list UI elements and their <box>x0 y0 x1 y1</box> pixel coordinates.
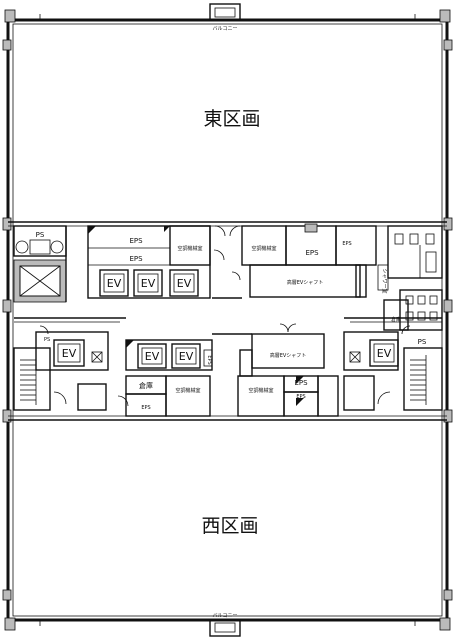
ev-label-2: EV <box>141 277 156 290</box>
ac-room-label-4: 空調機械室 <box>248 387 273 394</box>
storage-label-center: 倉庫 <box>139 381 153 390</box>
lower-center-core: EV EV EPS 倉庫 EPS 空調機械室 <box>117 339 213 417</box>
ev-label-4: EV <box>62 347 77 360</box>
balcony-top: バルコニー <box>209 3 241 32</box>
east-zone-label: 東区画 <box>203 108 260 130</box>
upper-right-rooms: 空調機械室 EPS EPS 高層EVシャフト <box>241 223 377 298</box>
west-zone-label: 西区画 <box>201 515 258 537</box>
high-ev-shaft-label-2: 高層EVシャフト <box>270 352 307 359</box>
high-ev-shaft-label-1: 高層EVシャフト <box>287 279 324 286</box>
ac-room-label-1: 空調機械室 <box>177 245 202 252</box>
eps-label-6: EPS <box>141 405 150 411</box>
lower-center-right: 高層EVシャフト 空調機械室 EPS EPS <box>237 323 339 417</box>
ev-label-5: EV <box>145 350 160 363</box>
ps-label-lower-right: PS <box>418 338 427 346</box>
ev-label-7: EV <box>377 347 392 360</box>
balcony-top-label: バルコニー <box>213 26 238 32</box>
upper-ev-bank: EPS EPS 空調機械室 EV EV EV <box>87 225 211 299</box>
lower-right-core: EV PS <box>343 331 443 411</box>
corridor-walls <box>14 226 442 335</box>
balcony-bottom: バルコニー <box>209 613 241 637</box>
eps-label-3: EPS <box>305 249 319 257</box>
doors-center-top <box>213 225 241 281</box>
eps-label-5: EPS <box>206 355 212 364</box>
ac-room-label-3: 空調機械室 <box>175 387 200 394</box>
right-toilets: 倉庫 シャワー室 <box>355 225 443 331</box>
balcony-bottom-label: バルコニー <box>213 613 238 619</box>
ev-label-1: EV <box>107 277 122 290</box>
eps-label-2: EPS <box>129 255 143 263</box>
core-band <box>8 221 447 421</box>
stair-left <box>20 355 37 405</box>
ev-label-6: EV <box>179 350 194 363</box>
shower-label: シャワー室 <box>381 268 388 293</box>
storage-label-right: 倉庫 <box>391 316 401 323</box>
stair-right <box>410 355 427 405</box>
eps-label-7: EPS <box>294 379 308 387</box>
ps-shaft-upper-left: PS <box>13 225 67 257</box>
eps-label-1: EPS <box>129 237 143 245</box>
freight-lift-hatched <box>13 259 67 303</box>
lower-left-core: EV PS <box>13 331 109 411</box>
eps-label-4: EPS <box>342 241 351 247</box>
ps-label-lower-left: PS <box>44 337 50 343</box>
ac-room-label-2: 空調機械室 <box>251 245 276 252</box>
eps-label-8: EPS <box>296 394 305 400</box>
ev-label-3: EV <box>177 277 192 290</box>
ps-label-upper-left: PS <box>36 231 45 239</box>
